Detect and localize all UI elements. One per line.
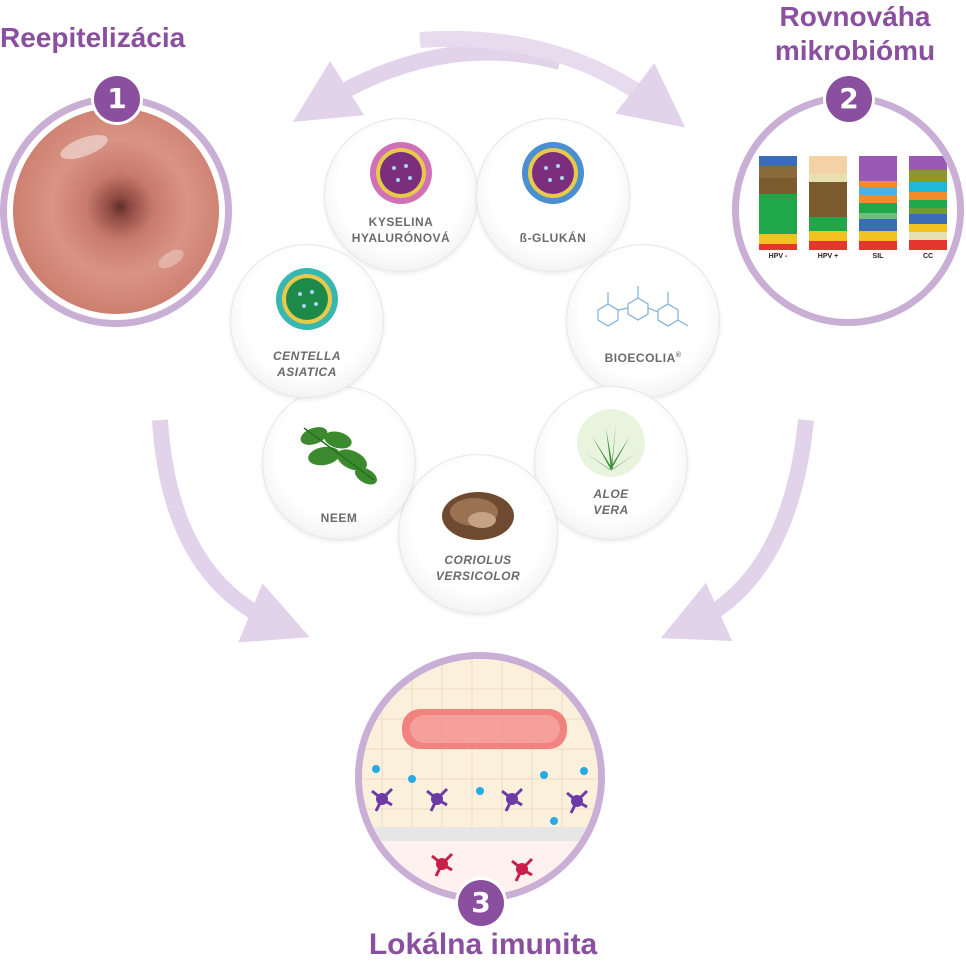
- ingredient-label: ß-GLUKÁN: [519, 231, 587, 245]
- stage-2-title-line1: Rovnováha: [779, 1, 931, 32]
- ingredient-label: NEEM: [320, 511, 358, 525]
- liposome-teal-icon: [276, 268, 338, 330]
- immune-tissue-illustration: [362, 659, 598, 895]
- ingredient-line1: KYSELINA: [368, 215, 434, 229]
- epithelium-photo: [13, 108, 219, 314]
- molecule-structure-icon: [597, 286, 689, 327]
- bar-label-hpv-positive: HPV +: [817, 253, 839, 260]
- stage-2-image: HPV - HPV + SIL CC: [732, 94, 964, 326]
- ingredient-line1: CORIOLUS: [444, 553, 512, 567]
- bar-label-hpv-negative: HPV -: [768, 253, 788, 260]
- liposome-purple-icon: [370, 142, 432, 204]
- arrow-top-left: [292, 44, 563, 122]
- stage-2-number: 2: [826, 76, 872, 122]
- ingredient-beta-glukan: ß-GLUKÁN: [476, 118, 630, 272]
- bar-sil: [859, 156, 897, 250]
- arrow-right-down: [660, 419, 814, 642]
- bar-hpv-negative: [759, 156, 797, 250]
- neem-leaves-icon: [300, 427, 377, 485]
- bar-label-cc: CC: [922, 253, 934, 260]
- ingredient-line2: VERSICOLOR: [435, 569, 521, 583]
- stage-1-number: 1: [94, 76, 140, 122]
- bar-hpv-positive: [809, 156, 847, 250]
- arrow-left-down: [152, 419, 310, 643]
- ingredient-neem: NEEM: [262, 386, 416, 540]
- ingredient-coriolus-versicolor: CORIOLUS VERSICOLOR: [398, 454, 558, 614]
- bar-label-sil: SIL: [872, 253, 884, 260]
- ingredient-aloe-vera: ALOE VERA: [534, 386, 688, 540]
- stage-1-title: Reepitelizácia: [0, 22, 186, 53]
- ingredient-label: KYSELINA HYALURÓNOVÁ: [324, 214, 478, 246]
- ingredient-line2: VERA: [593, 503, 629, 517]
- arrow-top-right: [419, 30, 686, 128]
- ingredient-label: CENTELLA ASIATICA: [230, 348, 384, 380]
- registered-mark: ®: [675, 352, 682, 359]
- stage-3-title: Lokálna imunita: [368, 928, 598, 961]
- ingredient-line1: CENTELLA: [273, 349, 341, 363]
- ingredient-line1: ALOE: [593, 487, 629, 501]
- ingredient-label: CORIOLUS VERSICOLOR: [398, 552, 558, 584]
- mushroom-icon: [442, 492, 514, 540]
- stage-3-number: 3: [458, 880, 504, 926]
- ingredient-kyselina-hyaluronova: KYSELINA HYALURÓNOVÁ: [324, 118, 478, 272]
- ingredient-line2: HYALURÓNOVÁ: [351, 231, 451, 245]
- stage-3-image: [355, 652, 605, 902]
- ingredient-label: ALOE VERA: [534, 486, 688, 518]
- ingredient-centella-asiatica: CENTELLA ASIATICA: [230, 244, 384, 398]
- bar-cc: [909, 156, 947, 250]
- ingredient-bioecolia: BIOECOLIA®: [566, 244, 720, 398]
- ingredient-line2: ASIATICA: [277, 365, 337, 379]
- ingredient-label: BIOECOLIA®: [566, 348, 720, 366]
- liposome-blue-icon: [522, 142, 584, 204]
- aloe-plant-icon: [577, 409, 645, 477]
- ingredient-line1: BIOECOLIA: [604, 351, 676, 365]
- microbiome-bars: [759, 156, 947, 250]
- stage-2-title-line2: mikrobiómu: [774, 35, 936, 66]
- stage-1-image: [0, 95, 232, 327]
- stage-2-title: Rovnováha mikrobiómu: [750, 0, 960, 68]
